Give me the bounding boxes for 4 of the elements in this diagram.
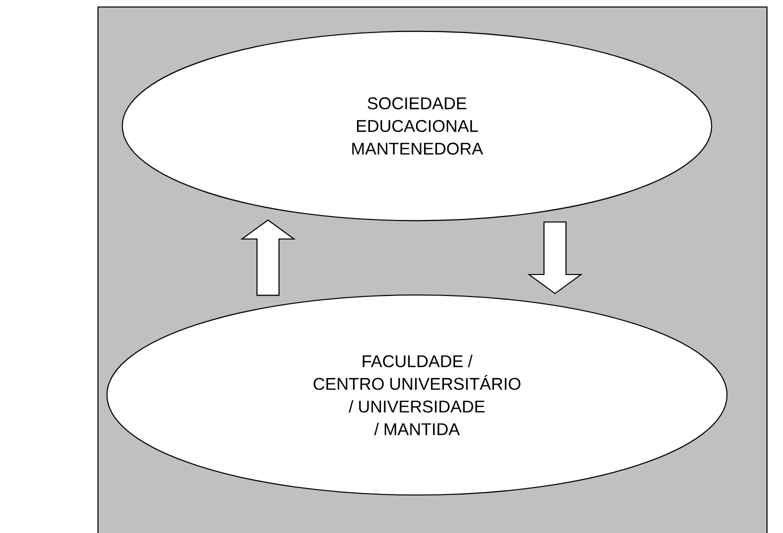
block-arrow: [240, 219, 296, 296]
ellipse-node: SOCIEDADE EDUCACIONAL MANTENEDORA: [122, 30, 712, 222]
ellipse-node: FACULDADE / CENTRO UNIVERSITÁRIO / UNIVERSIDADE / MANTIDA: [106, 294, 728, 496]
block-arrow: [527, 221, 583, 294]
